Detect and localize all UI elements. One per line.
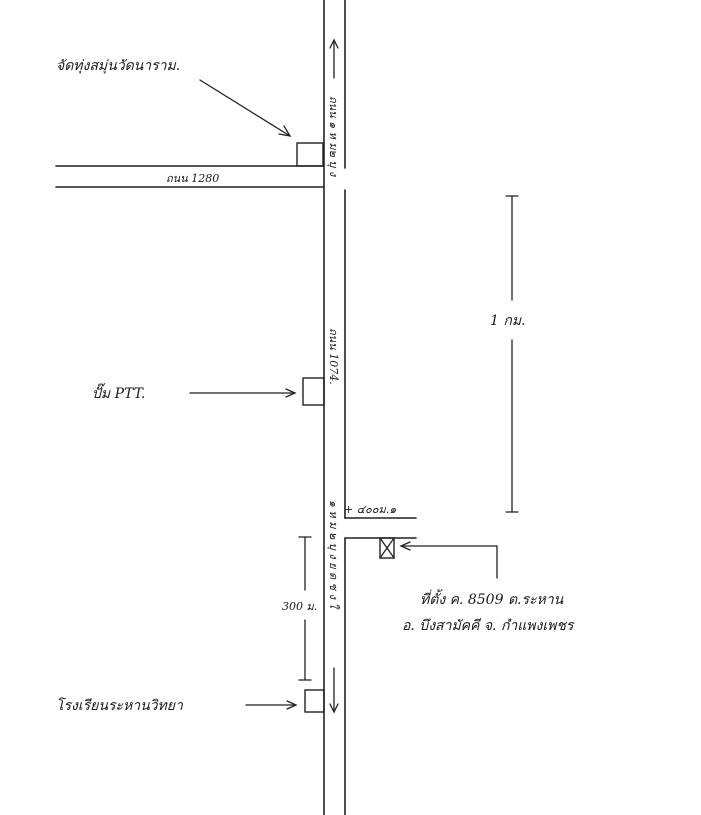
road-1280 [55, 165, 325, 188]
road-south-label: ๑ ห ม ๒ บุ ง ย ด ช ง ใ [327, 500, 340, 610]
site-address-line1: ที่ตั้ง ค. 8509 ต.ระหาน [420, 589, 564, 608]
arrow-up-icon [329, 38, 339, 79]
crossed-box-icon [379, 537, 395, 559]
site-pointer [399, 541, 498, 579]
distance-300m-bracket [298, 536, 312, 681]
school-label: โรงเรียนระหานวิทยา [56, 697, 184, 714]
temple-square-icon [296, 142, 324, 167]
temple-label: จัดทุ่งสมุ่นวัดนาราม. [56, 58, 180, 74]
side-road-east [344, 517, 417, 539]
gas-station-square-icon [302, 377, 325, 406]
distance-1km-bracket [505, 195, 519, 513]
road-middle-label: ถนน 1074. [327, 328, 340, 385]
arrow-down-icon [329, 667, 339, 714]
km-marker-label: + ๔๐๐ม.๑ [344, 503, 396, 516]
main-road [323, 0, 346, 815]
site-address-line2: อ. บึงสามัคคี จ. กำแพงเพชร [402, 618, 575, 634]
gas-station-pointer [189, 388, 297, 398]
road-north-label: ถนน ๑ ห ม๒ บุ ง [327, 96, 340, 178]
gas-station-label: ปั๊ม PTT. [92, 383, 145, 402]
school-square-icon [304, 689, 325, 713]
distance-300m-label: 300 ม. [282, 600, 317, 613]
road-1280-label: ถนน 1280 [166, 172, 219, 185]
school-pointer [245, 700, 298, 710]
distance-1km-label: 1 กม. [490, 313, 526, 329]
temple-pointer [199, 79, 292, 137]
